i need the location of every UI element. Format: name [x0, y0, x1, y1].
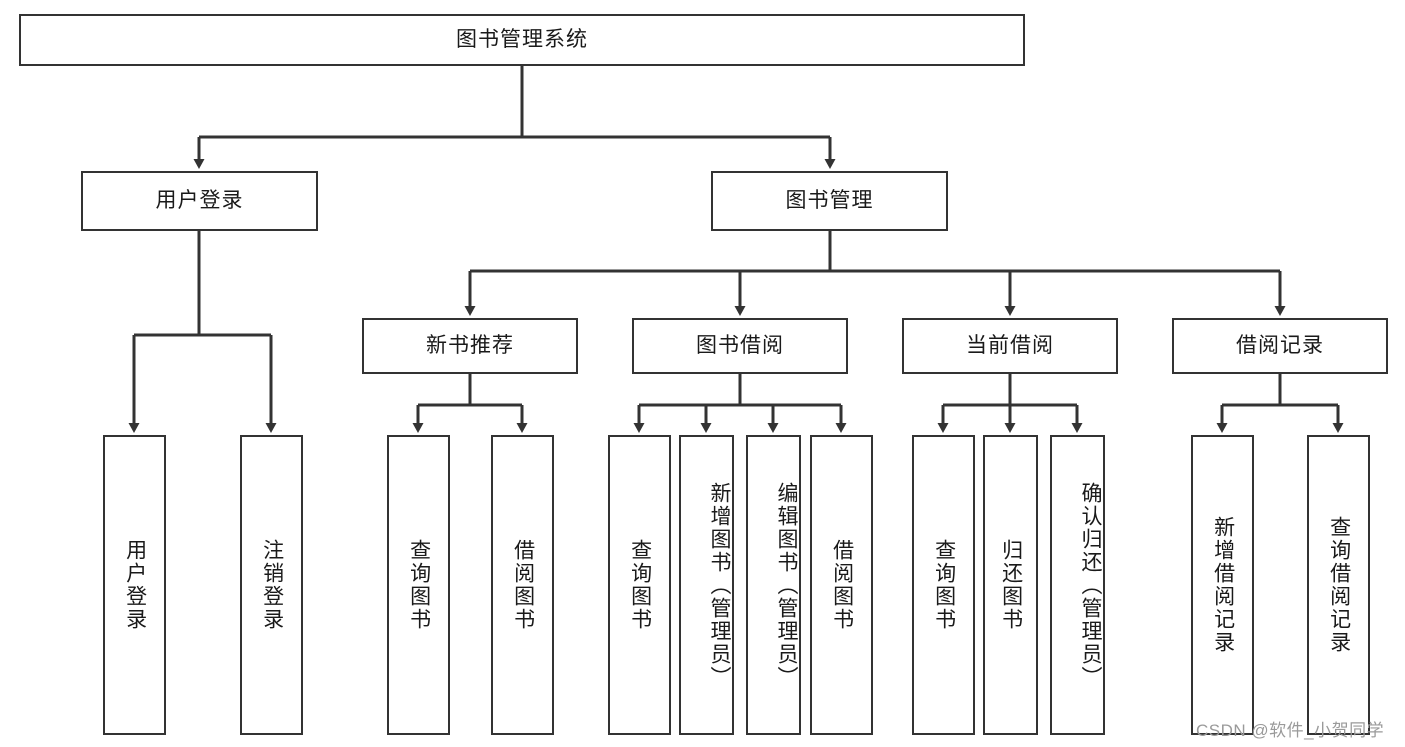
node-book-management[interactable]: 图书管理	[711, 171, 948, 231]
leaf-borrow-book-recommend[interactable]: 借阅图书	[491, 435, 554, 735]
node-label: 归还图书	[999, 539, 1023, 631]
leaf-add-borrow-record[interactable]: 新增借阅记录	[1191, 435, 1254, 735]
node-label: 当前借阅	[966, 334, 1054, 358]
node-label: 新增图书（管理员）	[708, 481, 731, 689]
node-new-book-recommend[interactable]: 新书推荐	[362, 318, 578, 374]
node-label: 查询图书	[932, 539, 956, 631]
leaf-query-book-borrow[interactable]: 查询图书	[608, 435, 671, 735]
node-label: 编辑图书（管理员）	[775, 481, 798, 689]
leaf-add-book-admin[interactable]: 新增图书（管理员）	[679, 435, 734, 735]
leaf-return-book[interactable]: 归还图书	[983, 435, 1038, 735]
node-borrow-record[interactable]: 借阅记录	[1172, 318, 1388, 374]
node-label: 借阅图书	[511, 539, 535, 631]
csdn-watermark: CSDN @软件_小贺同学	[1196, 721, 1385, 740]
node-label: 新增借阅记录	[1211, 516, 1235, 654]
node-label: 借阅图书	[830, 539, 854, 631]
leaf-logout-login[interactable]: 注销登录	[240, 435, 303, 735]
node-label: 查询图书	[628, 539, 652, 631]
node-root-book-management-system[interactable]: 图书管理系统	[19, 14, 1025, 66]
node-label: 新书推荐	[426, 334, 514, 358]
node-label: 查询借阅记录	[1327, 516, 1351, 654]
node-book-borrow[interactable]: 图书借阅	[632, 318, 848, 374]
node-label: 借阅记录	[1236, 334, 1324, 358]
leaf-user-login[interactable]: 用户登录	[103, 435, 166, 735]
leaf-edit-book-admin[interactable]: 编辑图书（管理员）	[746, 435, 801, 735]
leaf-query-book-current[interactable]: 查询图书	[912, 435, 975, 735]
node-label: 查询图书	[407, 539, 431, 631]
node-label: 确认归还（管理员）	[1079, 481, 1102, 689]
leaf-confirm-return-admin[interactable]: 确认归还（管理员）	[1050, 435, 1105, 735]
node-label: 用户登录	[123, 539, 147, 631]
node-current-borrow[interactable]: 当前借阅	[902, 318, 1118, 374]
leaf-query-book-recommend[interactable]: 查询图书	[387, 435, 450, 735]
node-label: 图书管理	[785, 189, 874, 213]
node-label: 注销登录	[260, 539, 284, 631]
leaf-borrow-book[interactable]: 借阅图书	[810, 435, 873, 735]
node-label: 图书借阅	[696, 334, 784, 358]
node-user-login[interactable]: 用户登录	[81, 171, 318, 231]
node-label: 图书管理系统	[456, 28, 588, 52]
leaf-query-borrow-record[interactable]: 查询借阅记录	[1307, 435, 1370, 735]
node-label: 用户登录	[155, 189, 244, 213]
